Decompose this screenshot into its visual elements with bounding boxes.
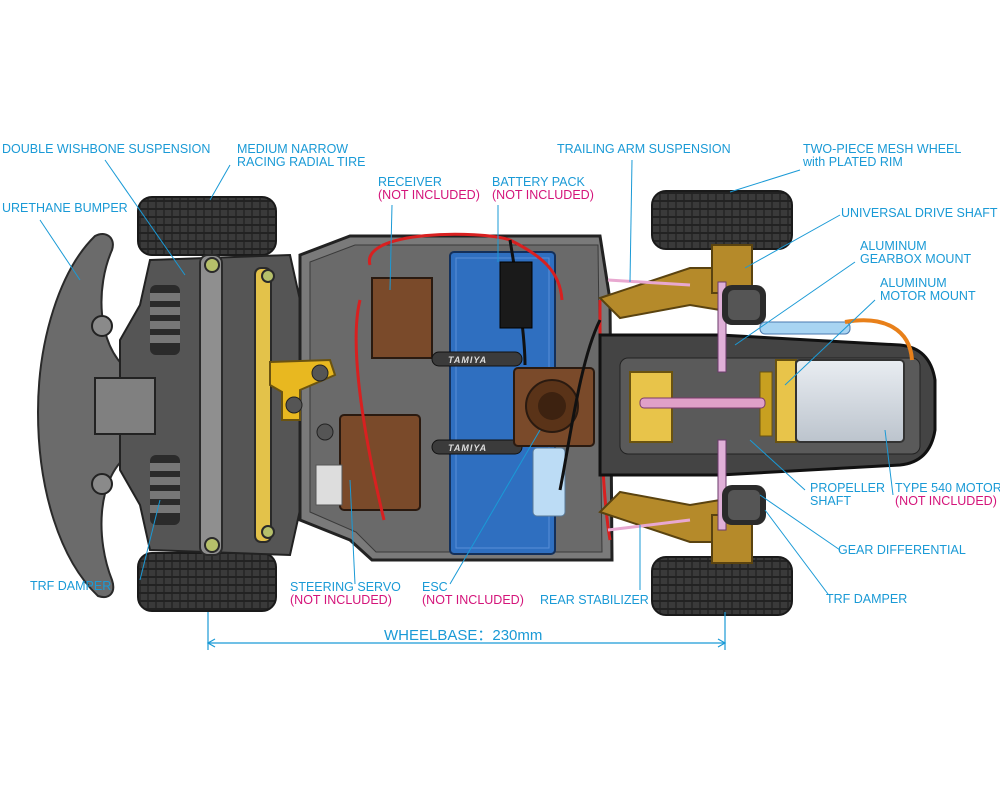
front-left-damper <box>150 285 180 355</box>
rear-right-damper <box>722 485 766 525</box>
label-motor: TYPE 540 MOTOR (NOT INCLUDED) <box>895 481 1000 508</box>
bumper-post <box>91 473 113 495</box>
wheelbase-dimension <box>206 612 727 650</box>
label-trailing-arm: TRAILING ARM SUSPENSION <box>557 142 731 156</box>
universal-drive-shaft-upper <box>717 281 727 373</box>
steering-servo-mount <box>315 464 343 506</box>
trailing-arm-upper <box>598 267 732 320</box>
wheelbase-label: WHEELBASE：230mm <box>384 627 543 644</box>
label-universal-drive-shaft: UNIVERSAL DRIVE SHAFT <box>841 206 998 220</box>
leader-lines <box>39 159 894 595</box>
propeller-shaft-graphic <box>639 397 766 409</box>
rear-left-damper <box>722 285 766 325</box>
receiver-unit <box>371 277 433 359</box>
steering-servo-unit <box>339 414 421 511</box>
battery-connector <box>499 261 533 329</box>
front-left-tire <box>137 196 277 256</box>
tamiya-logo-upper: TAMIYA <box>448 355 487 365</box>
label-propeller-shaft: PROPELLER SHAFT <box>810 481 886 508</box>
label-double-wishbone: DOUBLE WISHBONE SUSPENSION <box>2 142 211 156</box>
rear-stabilizer-bar <box>607 278 691 532</box>
rear-right-tire <box>651 556 793 616</box>
front-wishbone-arms <box>199 254 275 556</box>
label-battery-pack: BATTERY PACK (NOT INCLUDED) <box>492 175 594 202</box>
front-right-tire <box>137 552 277 612</box>
motor-wire-blue <box>759 321 851 335</box>
front-right-damper <box>150 455 180 525</box>
label-urethane-bumper: URETHANE BUMPER <box>2 201 128 215</box>
esc-cap <box>532 447 566 517</box>
label-motor-mount: ALUMINUM MOTOR MOUNT <box>880 276 976 303</box>
bumper-post <box>91 315 113 337</box>
label-receiver: RECEIVER (NOT INCLUDED) <box>378 175 480 202</box>
rear-left-tire <box>651 190 793 250</box>
chassis-brace-upper <box>431 351 523 367</box>
label-gearbox-mount: ALUMINUM GEARBOX MOUNT <box>860 239 972 266</box>
urethane-bumper <box>36 232 129 598</box>
label-wheel: TWO-PIECE MESH WHEEL with PLATED RIM <box>803 142 962 169</box>
label-esc: ESC (NOT INCLUDED) <box>422 580 524 607</box>
tamiya-logo-lower: TAMIYA <box>448 443 487 453</box>
label-trf-damper-rear: TRF DAMPER <box>826 592 908 606</box>
label-trf-damper-front: TRF DAMPER <box>30 579 112 593</box>
front-bulkhead <box>94 377 156 435</box>
universal-drive-shaft-lower <box>717 439 727 531</box>
trailing-arm-lower <box>598 490 732 543</box>
label-rear-stabilizer: REAR STABILIZER <box>540 593 649 607</box>
label-tire: MEDIUM NARROW RACING RADIAL TIRE <box>237 142 366 169</box>
motor-wire-orange <box>844 318 914 361</box>
label-gear-differential: GEAR DIFFERENTIAL <box>838 543 966 557</box>
motor-mount-plate <box>775 359 797 443</box>
motor-can <box>795 359 905 443</box>
label-steering-servo: STEERING SERVO (NOT INCLUDED) <box>290 580 401 607</box>
